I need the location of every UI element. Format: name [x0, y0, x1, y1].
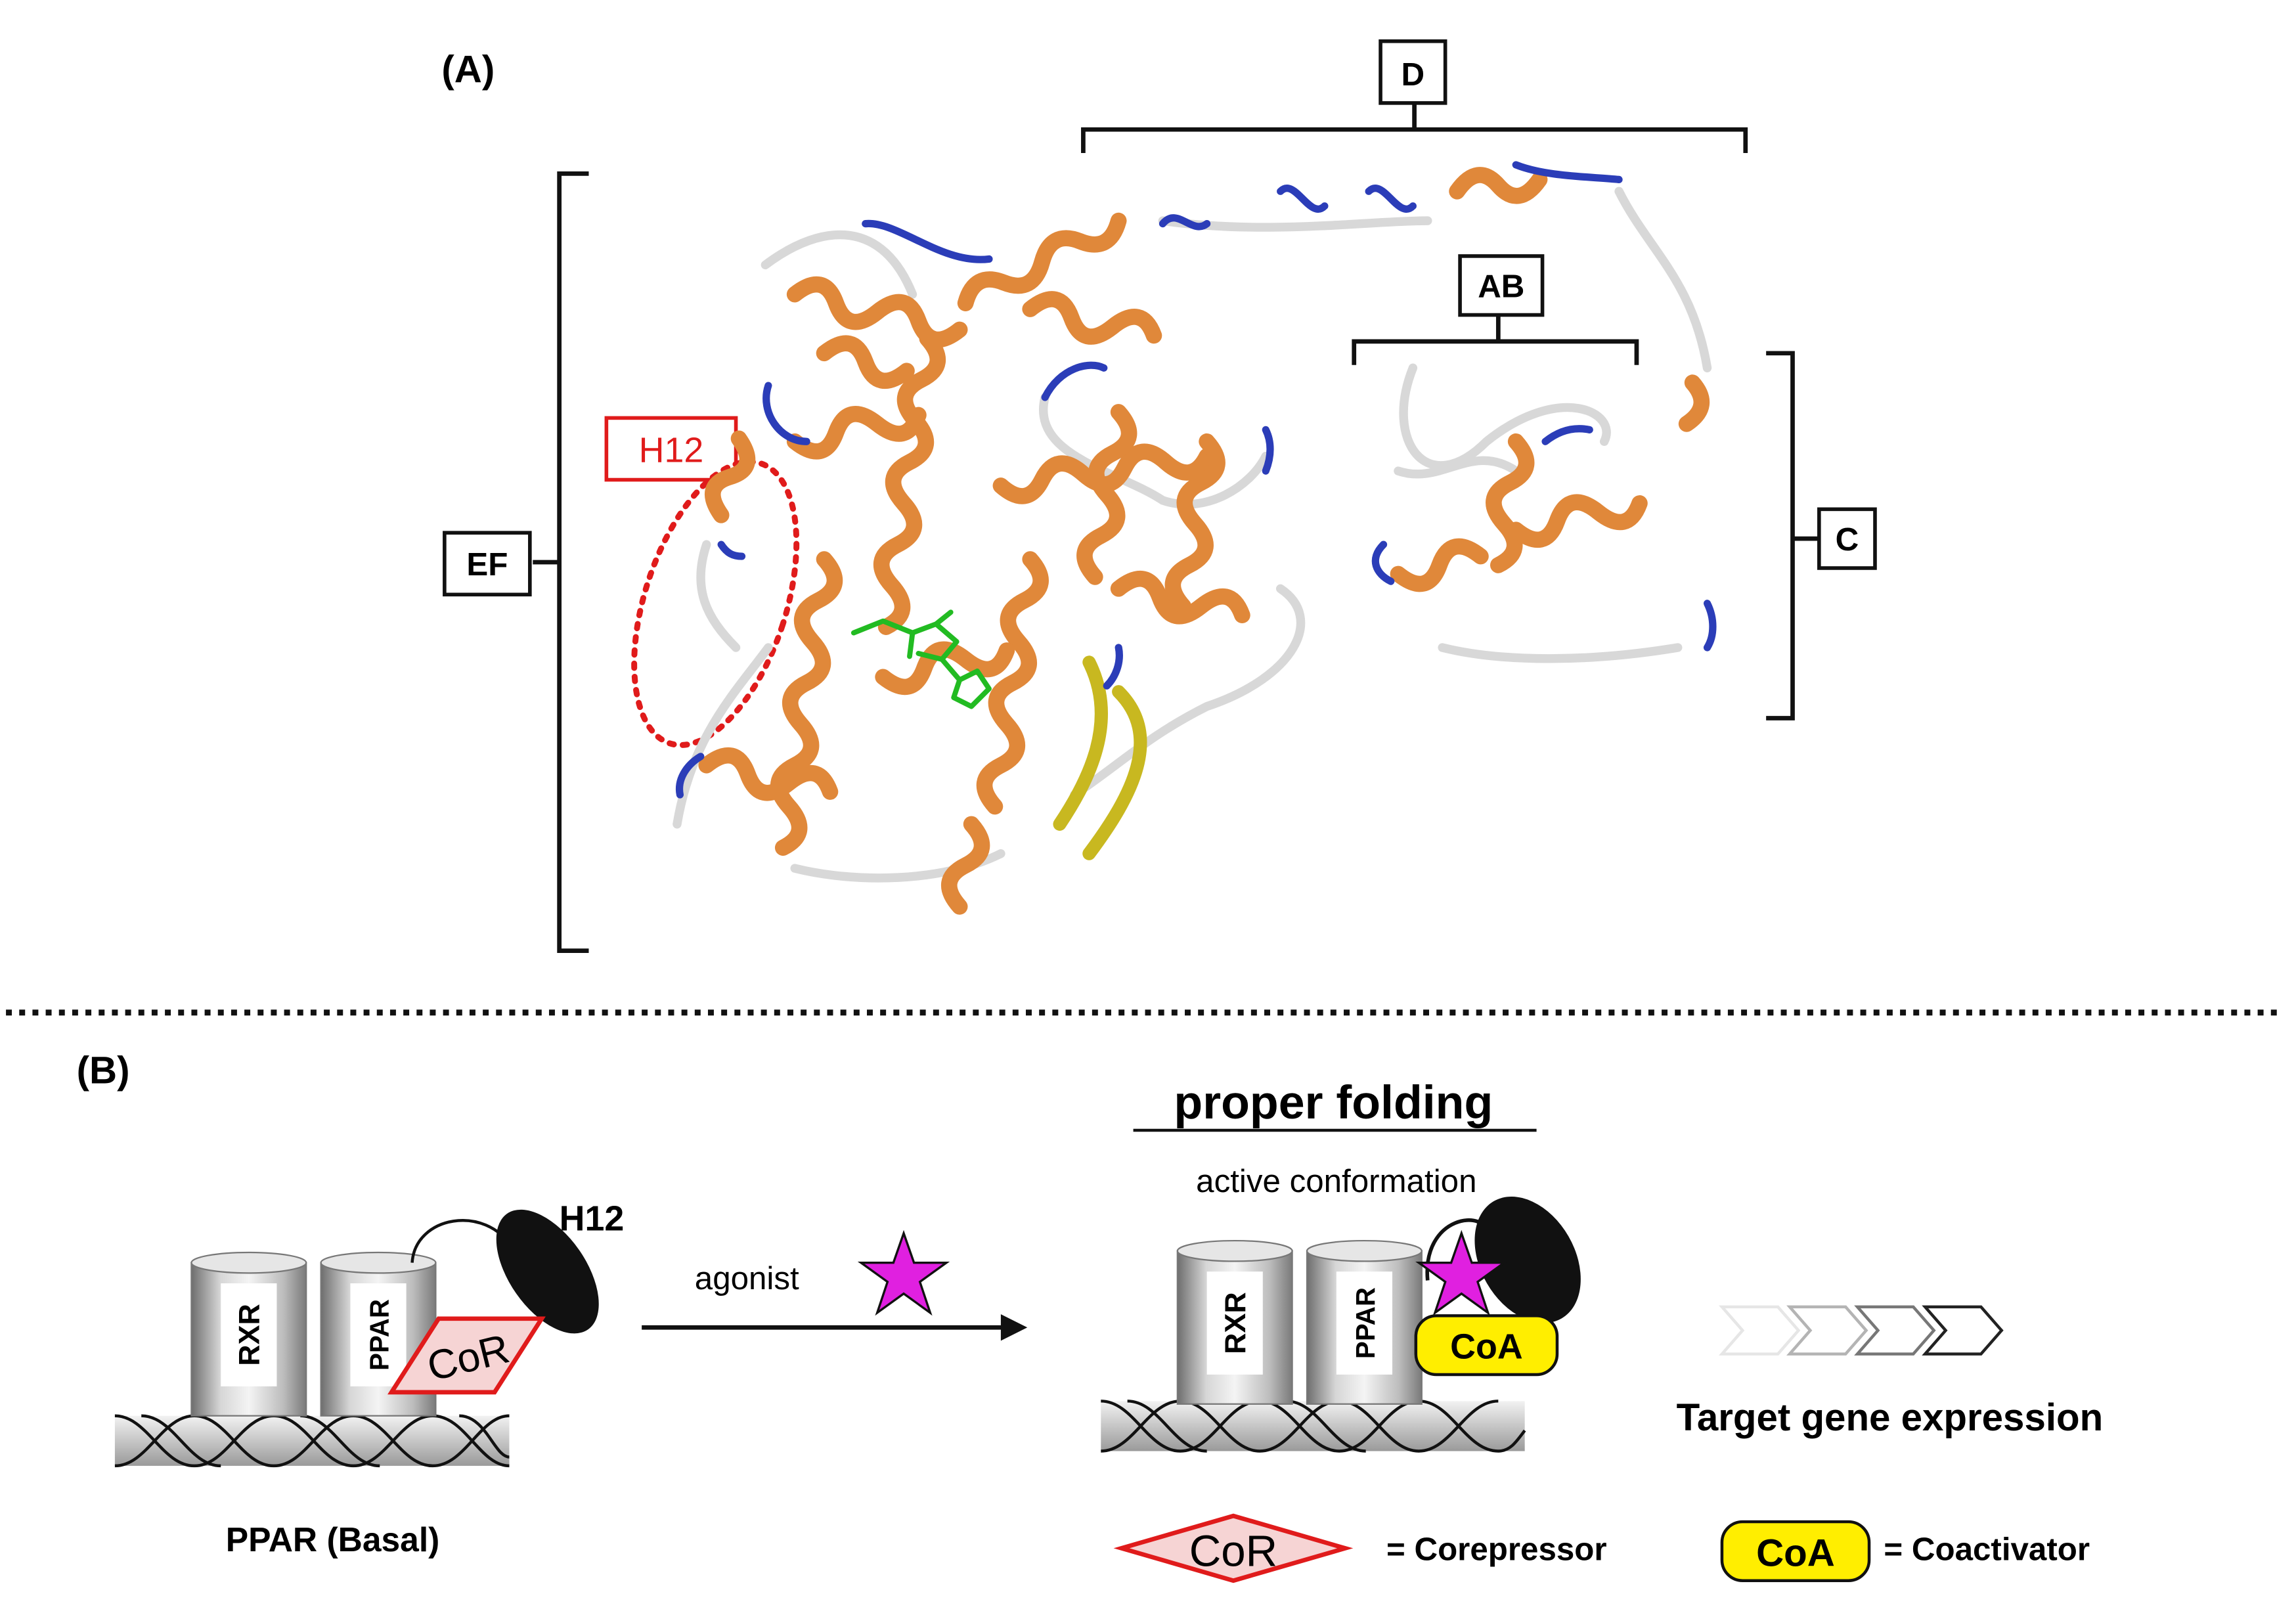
- legend-cor-symbol: CoR: [1189, 1526, 1277, 1576]
- c-domain-bracket: C: [1766, 351, 1877, 720]
- h12-helix-basal: [496, 1209, 599, 1334]
- dna-helix-basal: [114, 1414, 510, 1468]
- rxr-cylinder-basal: RXR: [190, 1251, 307, 1417]
- ef-domain-label: EF: [466, 546, 508, 583]
- coa-label-active: CoA: [1450, 1327, 1522, 1366]
- active-conformation-label: active conformation: [1196, 1163, 1476, 1199]
- rxr-cylinder-active: RXR: [1176, 1239, 1293, 1405]
- basal-caption: PPAR (Basal): [226, 1520, 439, 1558]
- ab-domain-label: AB: [1478, 269, 1524, 305]
- agonist-label: agonist: [695, 1260, 799, 1296]
- active-complex: RXR PPAR CoA: [1101, 1196, 1581, 1453]
- turn-segments: [675, 161, 1717, 799]
- corepressor-basal: CoR: [387, 1316, 546, 1395]
- target-gene-expression-label: Target gene expression: [1677, 1396, 2104, 1439]
- legend-coa-text: = Coactivator: [1884, 1531, 2090, 1567]
- h12-helix-active: [1474, 1196, 1581, 1323]
- proper-folding-title: proper folding: [1174, 1076, 1493, 1129]
- c-domain-label: C: [1836, 521, 1859, 558]
- agonist-star: [857, 1229, 950, 1316]
- rxr-label-basal: RXR: [233, 1304, 266, 1366]
- ef-domain-bracket: EF: [443, 171, 589, 953]
- legend-coactivator: CoA = Coactivator: [1720, 1520, 2090, 1582]
- beta-sheet: [1053, 655, 1147, 860]
- coactivator-active: CoA: [1414, 1314, 1559, 1377]
- protein-ribbon-structure: [673, 161, 1717, 915]
- panel-a-label: (A): [441, 48, 495, 91]
- bound-agonist-star: [1415, 1229, 1508, 1316]
- h12-highlight: H12: [604, 416, 800, 748]
- legend-coa-symbol: CoA: [1756, 1532, 1835, 1574]
- legend-corepressor: CoR = Corepressor: [1113, 1513, 1607, 1583]
- legend: CoR = Corepressor CoA = Coactivator: [1113, 1513, 2090, 1583]
- target-gene-arrows: [1719, 1305, 2004, 1356]
- ppar-cylinder-active: PPAR: [1306, 1239, 1423, 1405]
- ppar-label-basal: PPAR: [364, 1299, 395, 1371]
- basal-complex: RXR PPAR H12 CoR PPAR (Basal): [114, 1199, 625, 1558]
- agonist-arrow: agonist: [642, 1229, 1028, 1341]
- bound-ligand: [850, 609, 992, 709]
- ab-domain-bracket: AB: [1352, 254, 1639, 365]
- rxr-label-active: RXR: [1219, 1292, 1252, 1354]
- d-domain-bracket: D: [1081, 39, 1748, 154]
- d-domain-label: D: [1402, 56, 1425, 93]
- panel-a: (A) D AB C EF H12: [441, 39, 1877, 953]
- h12-label: H12: [639, 431, 704, 470]
- panel-b-label: (B): [77, 1049, 130, 1092]
- h12-label-basal: H12: [560, 1199, 625, 1238]
- panel-b: (B) RXR: [77, 1049, 2104, 1583]
- ppar-label-active: PPAR: [1350, 1287, 1380, 1359]
- helix-segments: [698, 167, 1710, 915]
- legend-cor-text: = Corepressor: [1386, 1531, 1607, 1567]
- dna-helix-active: [1101, 1400, 1526, 1453]
